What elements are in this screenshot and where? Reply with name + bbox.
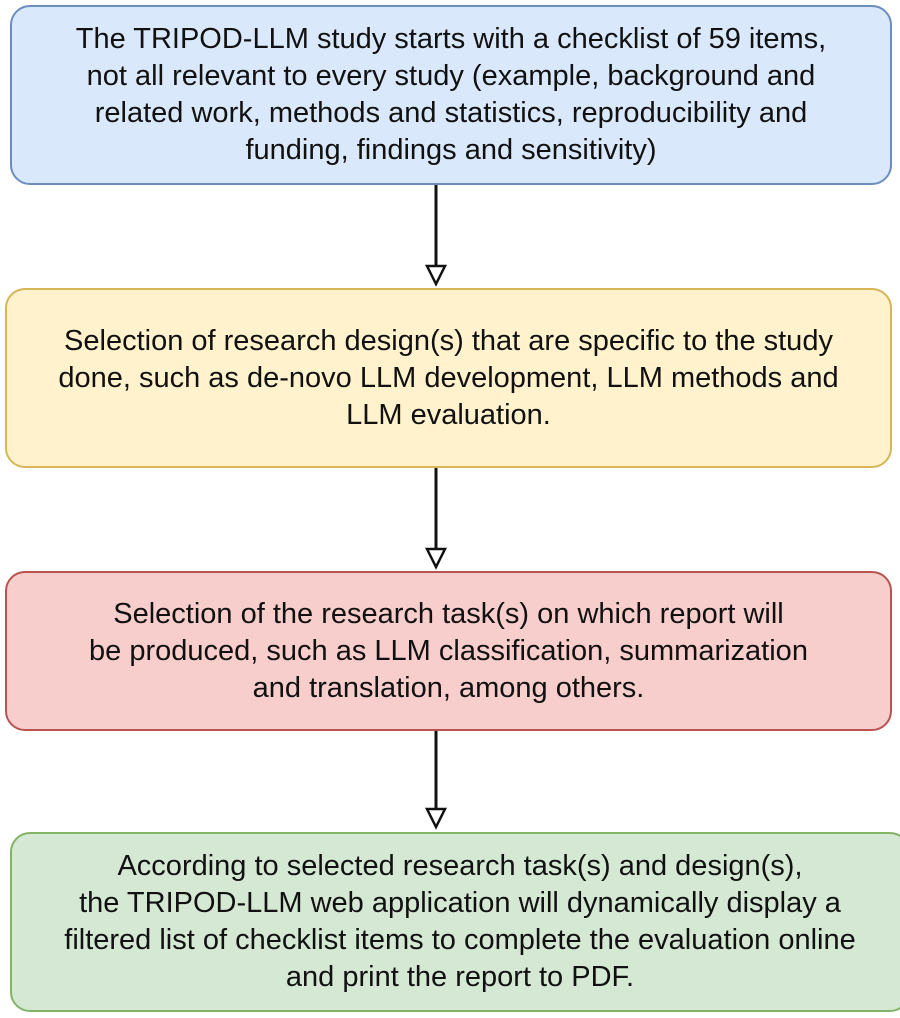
- step-3-research-task-box: Selection of the research task(s) on whi…: [5, 571, 892, 731]
- step-2-research-design-box: Selection of research design(s) that are…: [5, 288, 892, 468]
- connector-2-3: [424, 468, 448, 570]
- step-4-text: According to selected research task(s) a…: [64, 850, 856, 993]
- step-4-web-application-box: According to selected research task(s) a…: [10, 832, 900, 1012]
- connector-3-4: [424, 731, 448, 830]
- connector-1-2-arrowhead-icon: [424, 264, 448, 287]
- step-1-checklist-box: The TRIPOD-LLM study starts with a check…: [10, 5, 892, 185]
- connector-3-4-arrowhead-icon: [424, 807, 448, 830]
- connector-2-3-arrowhead-icon: [424, 547, 448, 570]
- step-2-text: Selection of research design(s) that are…: [58, 324, 839, 431]
- step-3-text: Selection of the research task(s) on whi…: [89, 597, 808, 704]
- connector-1-2: [424, 185, 448, 287]
- step-1-text: The TRIPOD-LLM study starts with a check…: [75, 23, 827, 166]
